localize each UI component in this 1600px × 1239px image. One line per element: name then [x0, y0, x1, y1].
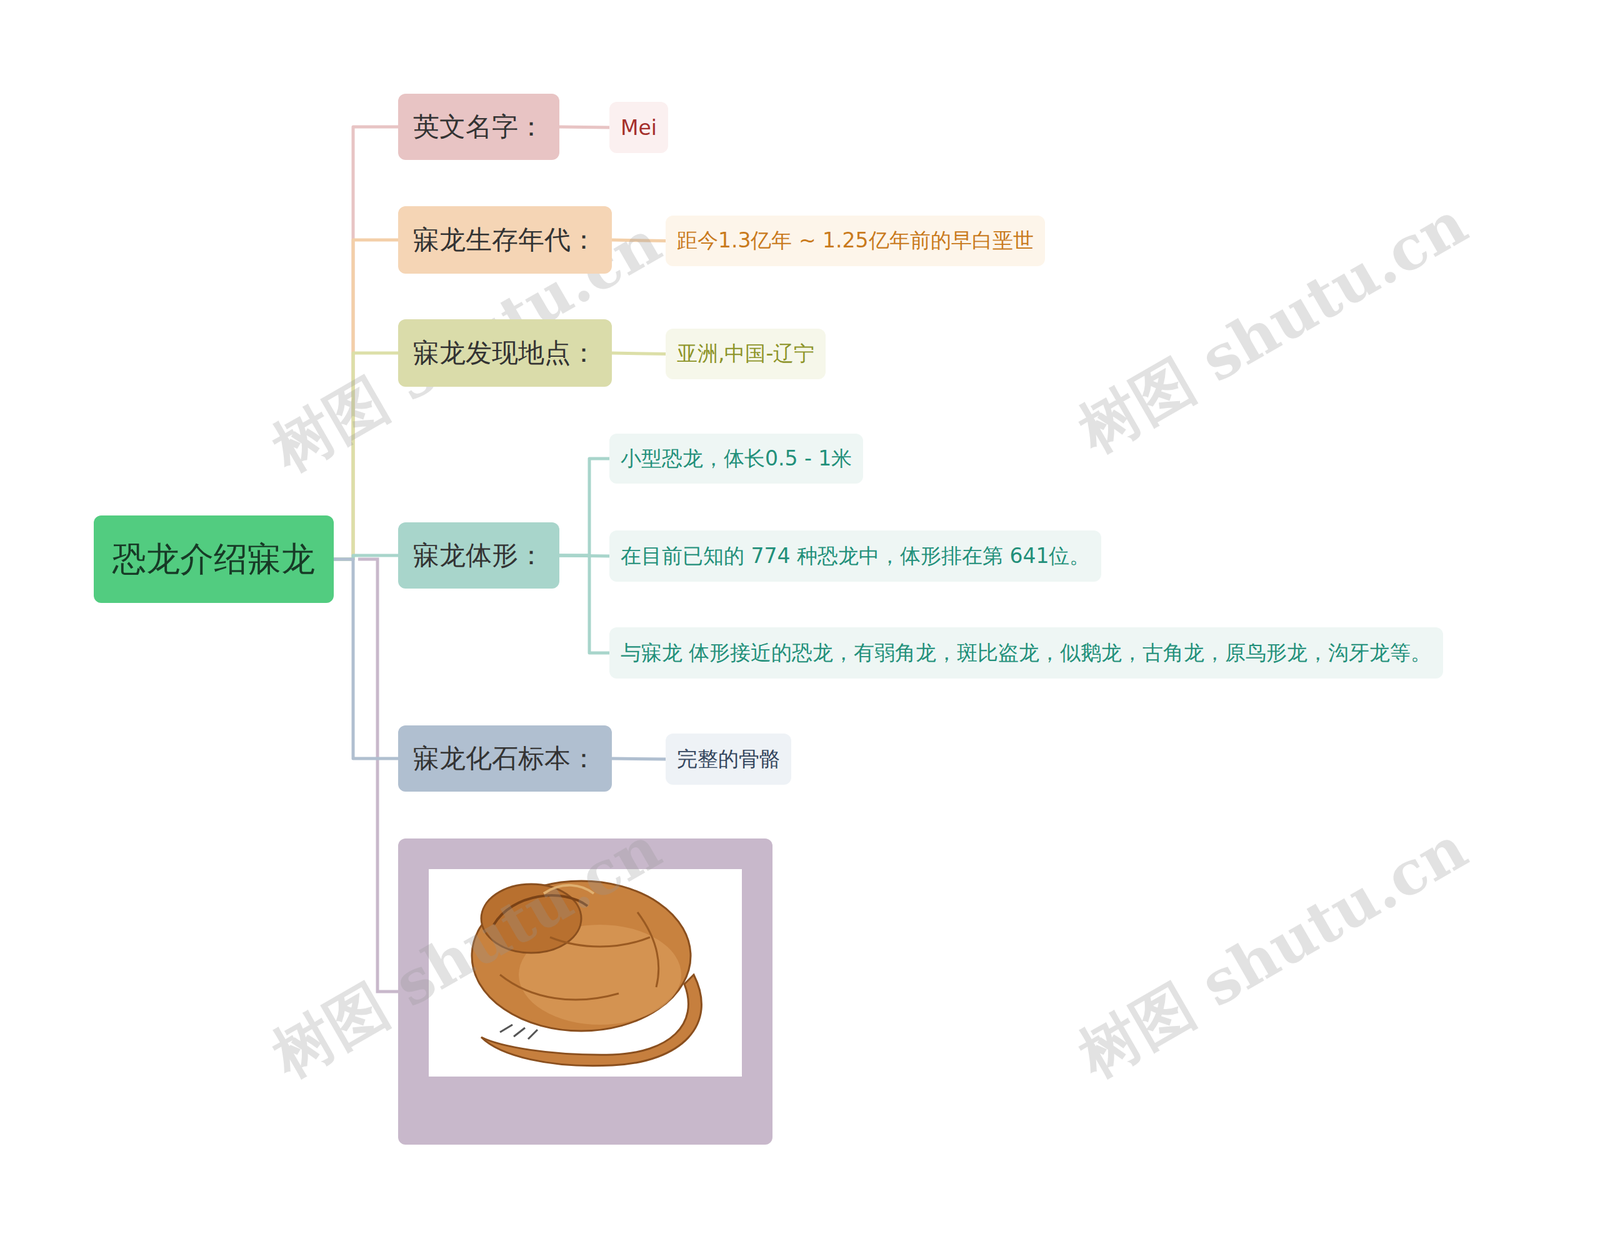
branch-connector — [333, 559, 399, 759]
watermark: 树图 shutu.cn — [258, 809, 676, 1097]
topic-text: 与寐龙 体形接近的恐龙，有弱角龙，斑比盗龙，似鹅龙，古角龙，原鸟形龙，沟牙龙等。 — [620, 639, 1432, 668]
watermark: 树图 shutu.cn — [1065, 184, 1482, 472]
branch-topic: 寐龙体形： — [398, 522, 560, 589]
leaf-topic: 完整的骨骼 — [665, 733, 792, 785]
topic-text: 英文名字： — [413, 109, 545, 145]
branch-connector — [333, 126, 399, 560]
leaf-topic: 小型恐龙，体长0.5 - 1米 — [609, 433, 864, 484]
topic-text: 寐龙发现地点： — [413, 335, 597, 371]
branch-topic: 英文名字： — [398, 93, 560, 160]
branch-connector — [559, 126, 610, 128]
branch-connector — [333, 353, 399, 560]
branch-connector — [611, 758, 666, 760]
leaf-topic: 与寐龙 体形接近的恐龙，有弱角龙，斑比盗龙，似鹅龙，古角龙，原鸟形龙，沟牙龙等。 — [609, 627, 1444, 679]
topic-text: 小型恐龙，体长0.5 - 1米 — [620, 445, 852, 474]
image-branch-line — [358, 559, 399, 992]
branch-connector — [559, 458, 610, 556]
topic-text: 距今1.3亿年 ~ 1.25亿年前的早白垩世 — [676, 226, 1034, 255]
dinosaur-picture — [471, 881, 702, 1067]
image-ground — [428, 869, 742, 1077]
leaf-topic: Mei — [609, 101, 669, 154]
image-frame — [398, 838, 773, 1145]
branch-topic: 寐龙生存年代： — [398, 206, 612, 274]
topic-text: 亚洲,中国-辽宁 — [676, 340, 815, 369]
leaf-topic: 距今1.3亿年 ~ 1.25亿年前的早白垩世 — [665, 215, 1045, 267]
watermark: 树图 shutu.cn — [1065, 809, 1482, 1097]
topic-text: 寐龙化石标本： — [413, 741, 597, 777]
branch-connector — [333, 240, 399, 560]
branch-topic: 寐龙发现地点： — [398, 319, 612, 387]
topic-text: Mei — [620, 115, 657, 140]
topic-text: 恐龙介绍寐龙 — [112, 536, 315, 583]
branch-connector — [559, 555, 610, 654]
topic-text: 完整的骨骼 — [676, 745, 780, 774]
topic-text: 在目前已知的 774 种恐龙中，体形排在第 641位。 — [620, 542, 1090, 571]
leaf-topic: 在目前已知的 774 种恐龙中，体形排在第 641位。 — [609, 530, 1102, 582]
root-topic: 恐龙介绍寐龙 — [93, 515, 334, 604]
branch-topic: 寐龙化石标本： — [398, 725, 612, 792]
branch-connector — [611, 353, 666, 355]
topic-text: 寐龙体形： — [413, 538, 545, 574]
leaf-topic: 亚洲,中国-辽宁 — [665, 328, 826, 380]
branch-connector — [611, 240, 666, 242]
topic-text: 寐龙生存年代： — [413, 222, 597, 258]
